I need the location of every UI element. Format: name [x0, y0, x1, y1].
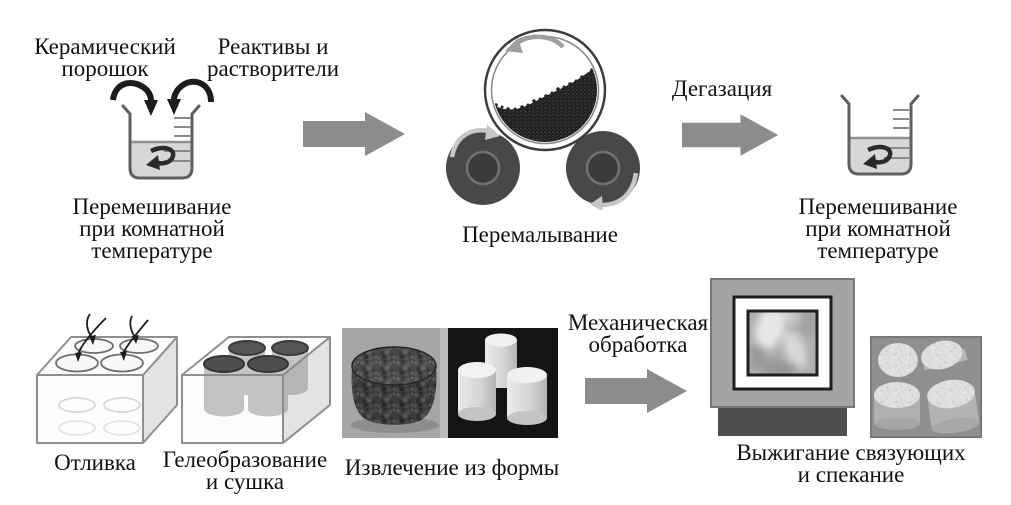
- stir-arrow-icon-2: [863, 144, 893, 169]
- roller-right-icon: [566, 131, 640, 210]
- flow-arrow-2: [682, 114, 779, 156]
- drum-rotation-arrow-icon: [505, 34, 565, 53]
- casting-mold-icon: [36, 313, 178, 444]
- label-gelation-drying: Гелеобразование и сушка: [162, 447, 328, 494]
- flow-arrow-1: [303, 112, 405, 156]
- ball-mill-icon: [446, 28, 640, 210]
- label-ceramic-powder: Керамический порошок: [34, 34, 176, 81]
- label-mixing-room-temp-1: Перемешивание при комнатной температуре: [72, 194, 232, 263]
- beaker-mixing-icon: [110, 78, 214, 180]
- roller-left-icon: [446, 124, 520, 205]
- label-machining: Механическая обработка: [567, 310, 709, 357]
- pour-arrow-right-icon: [167, 78, 214, 115]
- white-cylinder-back: [485, 333, 517, 388]
- white-cylinder-right: [507, 367, 547, 425]
- white-cylinder-left: [458, 362, 496, 421]
- furnace-icon: [710, 278, 855, 436]
- label-mixing-room-temp-2: Перемешивание при комнатной температуре: [798, 194, 958, 263]
- demolded-samples-photo: [342, 328, 558, 438]
- sintered-cylinder-2: [921, 340, 968, 371]
- gelation-mold-icon: [181, 336, 331, 444]
- flow-arrow-3: [585, 369, 687, 413]
- sintered-cylinder-3: [874, 382, 920, 430]
- label-demolding: Извлечение из формы: [344, 455, 560, 480]
- label-binder-burnout-sintering: Выжигание связующих и спекание: [736, 440, 966, 487]
- label-milling: Перемалывание: [462, 222, 618, 247]
- sintered-samples-photo: [870, 336, 982, 438]
- beaker-mixing-icon-2: [840, 94, 920, 176]
- pour-arrow-left-icon: [110, 80, 158, 116]
- label-reagents-solvents: Реактивы и растворители: [206, 34, 340, 81]
- stir-arrow-icon: [146, 145, 176, 170]
- label-casting: Отливка: [54, 450, 136, 475]
- label-degassing: Дегазация: [671, 76, 773, 101]
- sintered-cylinder-4: [927, 379, 980, 434]
- sintered-cylinder-1: [878, 343, 918, 377]
